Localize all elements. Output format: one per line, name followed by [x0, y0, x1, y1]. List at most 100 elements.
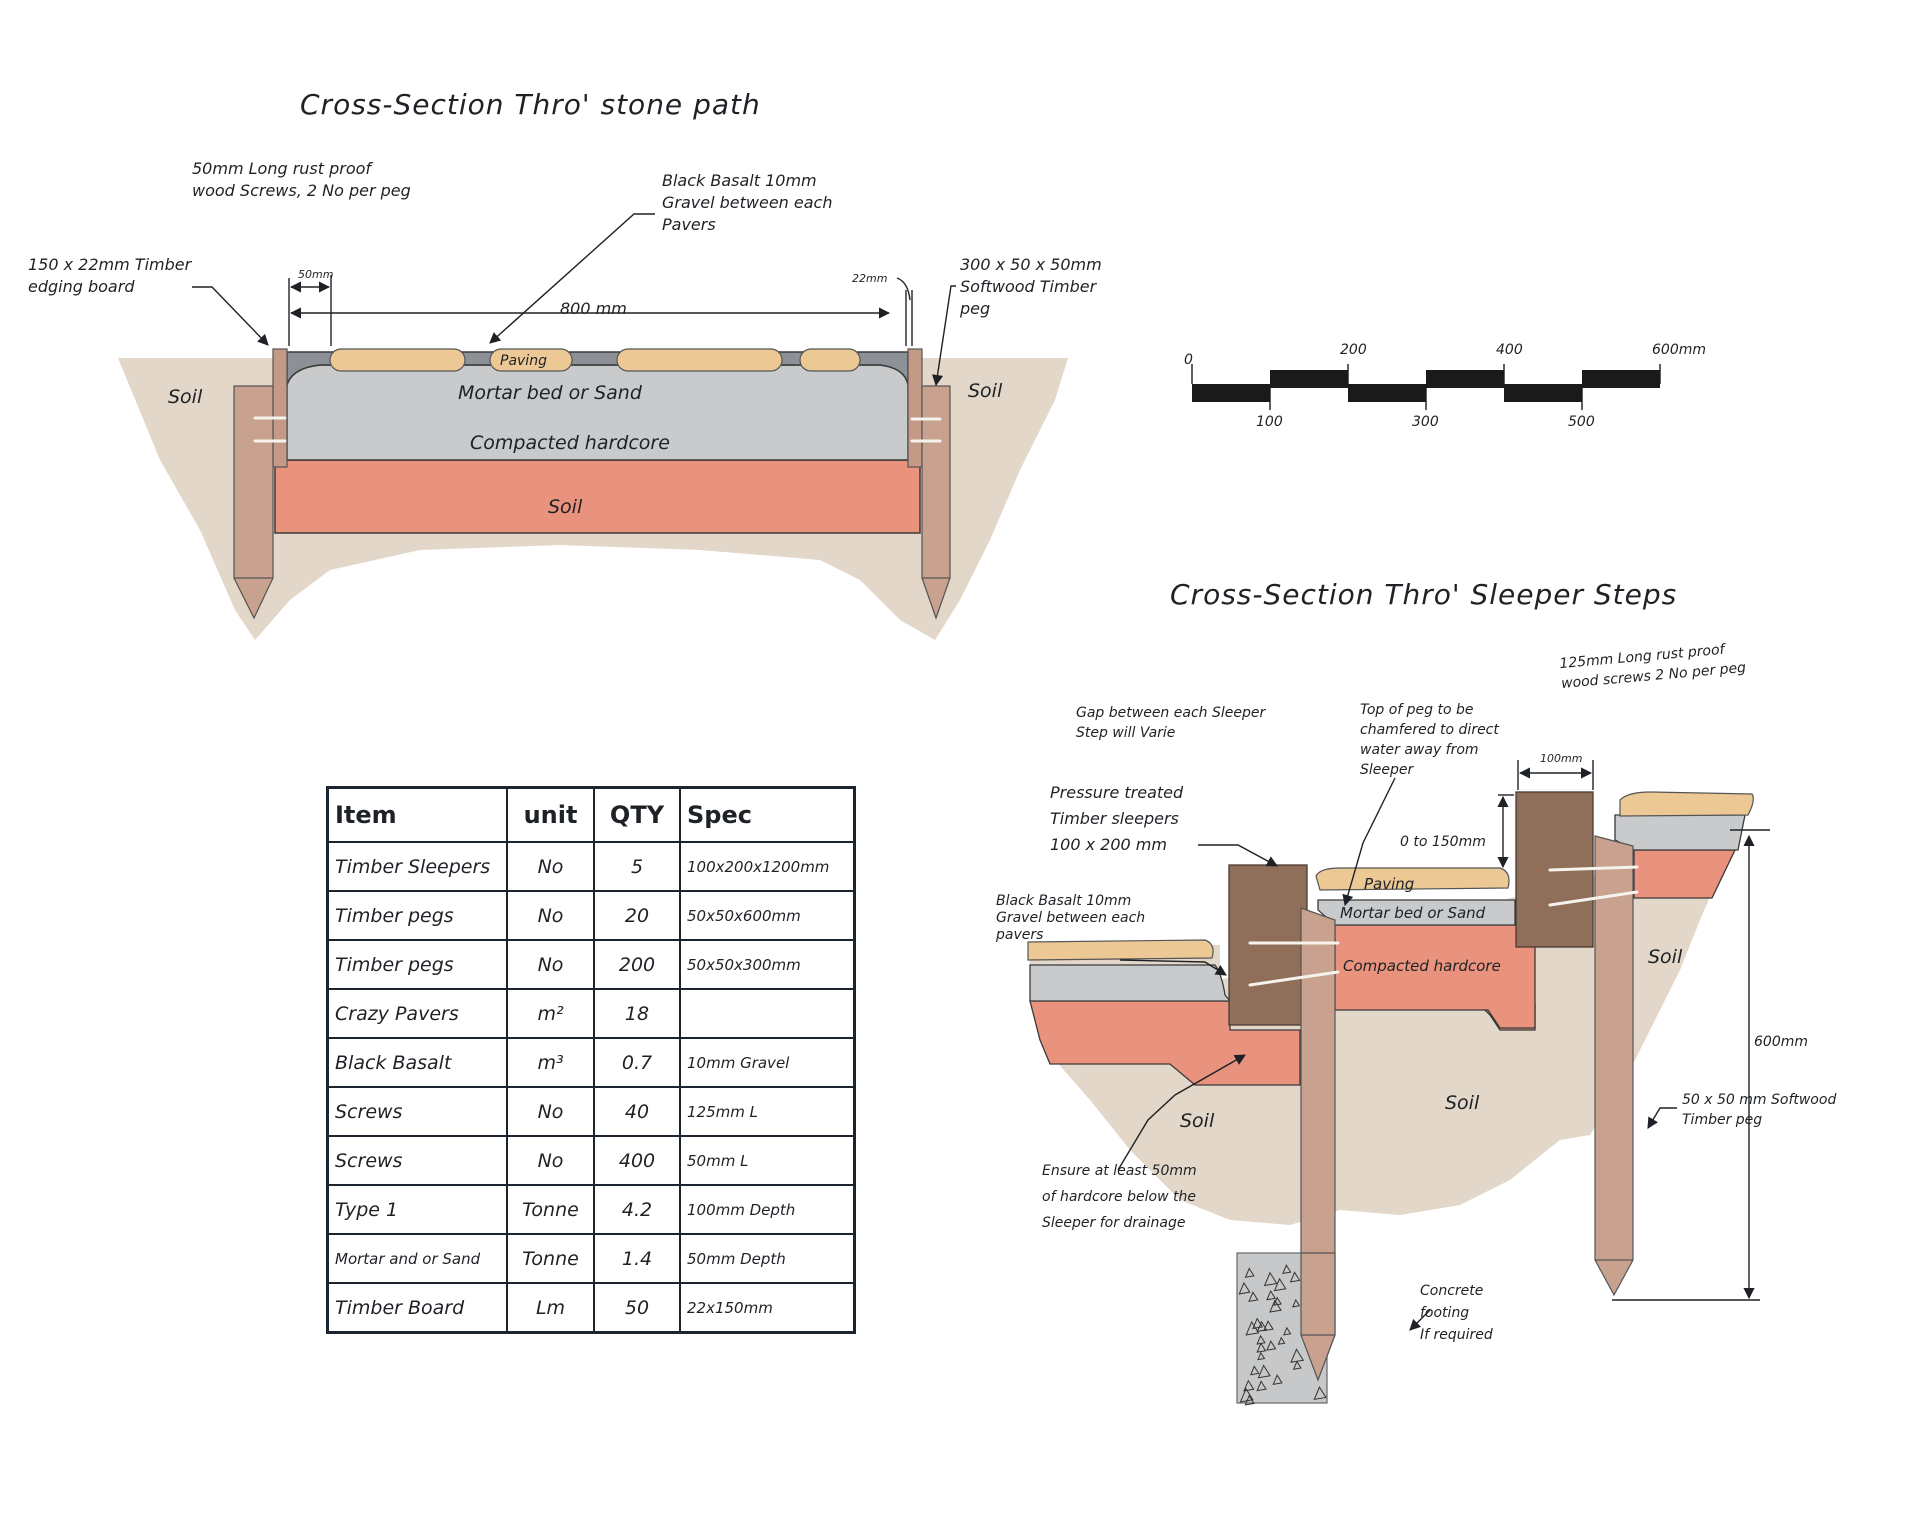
cell-unit: No [506, 1086, 595, 1137]
note-line: Pavers [662, 215, 716, 234]
note-line: Concrete [1420, 1283, 1484, 1299]
label-soil-right: Soil [968, 380, 1003, 402]
step-label-soil-center: Soil [1445, 1092, 1480, 1114]
aggregate-mark [1238, 1281, 1251, 1295]
aggregate-mark [1277, 1336, 1286, 1345]
scale-label-top: 600mm [1652, 342, 1706, 358]
aggregate-mark [1273, 1296, 1282, 1306]
header-qty: QTY [593, 786, 681, 843]
scale-bar [1191, 364, 1661, 410]
header-spec: Spec [679, 786, 856, 843]
right-timber-peg [921, 385, 951, 620]
paver [616, 348, 783, 372]
gap-note: Gap between each Sleeper Step will Varie [1076, 703, 1265, 743]
cell-qty: 4.2 [593, 1184, 681, 1235]
note-line: Gap between each Sleeper [1076, 705, 1266, 721]
sleeper-gravel-note: Black Basalt 10mm Gravel between each pa… [996, 893, 1145, 944]
aggregate-mark [1256, 1380, 1267, 1392]
cell-spec: 50mm Depth [679, 1233, 856, 1284]
scale-bar-segment [1270, 370, 1348, 388]
dim-peg-offset: 50mm [298, 268, 334, 281]
label-hardcore: Compacted hardcore [470, 432, 670, 454]
cell-spec: 50mm L [679, 1135, 856, 1186]
cell-spec: 100x200x1200mm [679, 841, 856, 892]
aggregate-mark [1257, 1364, 1271, 1379]
paver [489, 348, 573, 372]
note-line: water away from [1360, 742, 1479, 758]
label-soil-left: Soil [168, 386, 203, 408]
left-timber-peg [233, 385, 274, 620]
aggregate-mark [1272, 1374, 1283, 1385]
cell-item: Timber Sleepers [326, 841, 508, 892]
paver [799, 348, 861, 372]
cell-item: Black Basalt [326, 1037, 508, 1088]
cell-unit: No [506, 841, 595, 892]
scale-label-bottom: 500 [1568, 414, 1595, 430]
step-label-mortar: Mortar bed or Sand [1340, 904, 1486, 922]
aggregate-mark [1273, 1277, 1287, 1292]
note-line: 300 x 50 x 50mm [960, 255, 1102, 274]
note-line: Pressure treated [1050, 783, 1184, 802]
cell-spec: 50x50x600mm [679, 890, 856, 941]
note-line: Gravel between each [996, 910, 1146, 926]
aggregate-mark [1266, 1339, 1277, 1351]
cell-spec: 125mm L [679, 1086, 856, 1137]
aggregate-mark [1292, 1360, 1302, 1370]
scale-label-top: 200 [1340, 342, 1367, 358]
concrete-note: Concrete footing If required [1420, 1280, 1493, 1346]
cell-qty: 200 [593, 939, 681, 990]
note-line: 150 x 22mm Timber [28, 255, 192, 274]
note-line: footing [1420, 1305, 1470, 1321]
step-label-paving: Paving [1364, 875, 1415, 893]
middle-mortar-layer [1317, 899, 1516, 926]
left-edging-board [272, 348, 288, 468]
cell-qty: 18 [593, 988, 681, 1039]
stone-path-screw-note: 50mm Long rust proof wood Screws, 2 No p… [192, 158, 411, 202]
cell-spec: 10mm Gravel [679, 1037, 856, 1088]
scale-bar-segment [1426, 370, 1504, 388]
lower-paving [1027, 939, 1214, 961]
cell-qty: 0.7 [593, 1037, 681, 1088]
cell-item: Screws [326, 1135, 508, 1186]
screw-icon [253, 416, 942, 443]
aggregate-mark [1291, 1298, 1301, 1308]
aggregate-mark [1256, 1342, 1267, 1353]
dim-peg-length: 600mm [1754, 1034, 1808, 1050]
scale-bar-segment [1192, 384, 1270, 402]
concrete-aggregate [1238, 1264, 1327, 1406]
cell-unit: Tonne [506, 1233, 595, 1284]
note-line: Top of peg to be [1360, 702, 1474, 718]
stone-path-peg-note: 300 x 50 x 50mm Softwood Timber peg [960, 254, 1102, 320]
lower-sleeper [1228, 864, 1308, 1026]
cell-qty: 400 [593, 1135, 681, 1186]
drainage-note: Ensure at least 50mm of hardcore below t… [1042, 1158, 1197, 1236]
note-line: Timber peg [1682, 1112, 1763, 1128]
cell-qty: 5 [593, 841, 681, 892]
sleeper-steps-title: Cross-Section Thro' Sleeper Steps [1170, 578, 1678, 611]
cell-unit: Lm [506, 1282, 595, 1334]
note-line: 50 x 50 mm Softwood [1682, 1092, 1837, 1108]
cell-item: Type 1 [326, 1184, 508, 1235]
scale-bar-segment [1582, 370, 1660, 388]
stone-path-gravel-note: Black Basalt 10mm Gravel between each Pa… [662, 170, 832, 236]
cell-spec [679, 988, 856, 1039]
note-line: Black Basalt 10mm [662, 171, 817, 190]
label-paving: Paving [500, 353, 547, 369]
note-line: Black Basalt 10mm [996, 893, 1132, 909]
cell-item: Screws [326, 1086, 508, 1137]
aggregate-mark [1244, 1394, 1255, 1406]
aggregate-mark [1283, 1326, 1292, 1336]
stone-path-edging-note: 150 x 22mm Timber edging board [28, 254, 191, 298]
dim-rise: 0 to 150mm [1400, 834, 1486, 850]
stone-path-section [118, 213, 1068, 640]
upper-step-peg [1594, 835, 1634, 1297]
upper-mortar-layer [1614, 814, 1746, 851]
step-label-soil-right: Soil [1648, 946, 1683, 968]
right-edging-board [907, 348, 923, 468]
